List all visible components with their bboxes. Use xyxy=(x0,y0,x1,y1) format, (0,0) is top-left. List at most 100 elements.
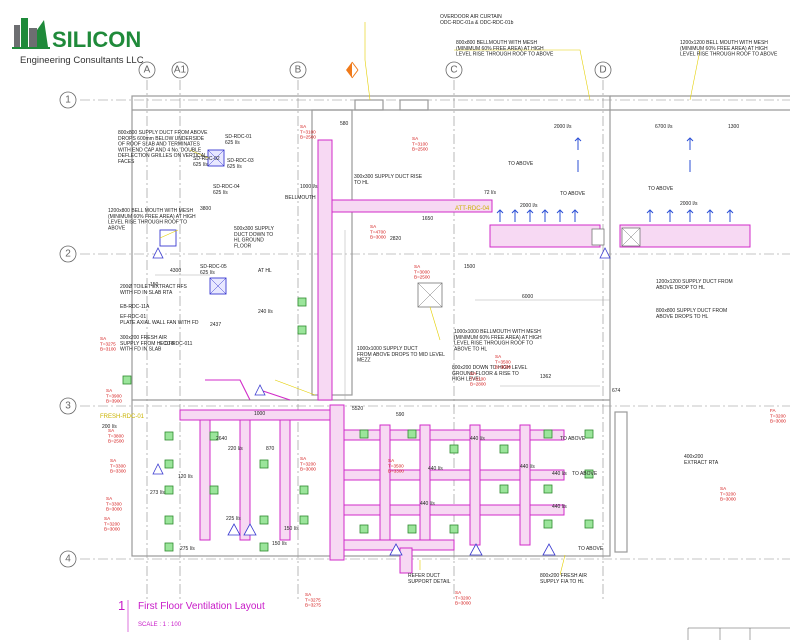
note-bellmouth-top: 800x800 BELLMOUTH WITH MESH(MINIMUM 60% … xyxy=(456,40,554,58)
grid-row-2: 2 xyxy=(65,249,71,260)
logo-name: SILICON xyxy=(52,27,141,52)
flow-120: 120 l/s xyxy=(178,474,193,480)
logo-subtitle: Engineering Consultants LLC xyxy=(20,55,144,66)
grid-col-c: C xyxy=(450,65,457,76)
dimension-lines xyxy=(155,230,610,400)
tag-bellmouth: BELLMOUTH xyxy=(285,195,316,201)
tag-to-above-6: TO ABOVE xyxy=(560,436,586,442)
flow-440-a: 440 l/s xyxy=(428,466,443,472)
flow-440-c: 440 l/s xyxy=(520,464,535,470)
note-bellmouth-left: 1200x800 BELL MOUTH WITH MESH(MINIMUM 60… xyxy=(108,208,196,231)
dim-1362: 1362 xyxy=(540,374,551,380)
flow-2000-b: 2000 l/s xyxy=(520,203,538,209)
flow-440-e: 440 l/s xyxy=(552,504,567,510)
grid-col-a1: A1 xyxy=(174,65,187,76)
grid-column-bubbles: A A1 B C D xyxy=(138,61,612,79)
dim-150: 150 xyxy=(150,282,159,288)
drawing-title-block: 1 First Floor Ventilation Layout SCALE :… xyxy=(118,598,265,632)
note-bellmouth-mid: 1000x1000 BELLMOUTH WITH MESH(MINIMUM 60… xyxy=(454,329,542,352)
flow-273: 273 l/s xyxy=(150,490,165,496)
dim-580: 580 xyxy=(340,121,349,127)
dim-870: 870 xyxy=(266,446,275,452)
supply-ducts xyxy=(179,139,751,574)
section-markers xyxy=(152,247,611,556)
drawing-title: First Floor Ventilation Layout xyxy=(138,601,265,612)
drawing-number: 1 xyxy=(118,598,125,613)
dim-2437: 2437 xyxy=(210,322,221,328)
flow-240: 240 l/s xyxy=(258,309,273,315)
grid-col-a: A xyxy=(144,65,151,76)
flow-2000-a: 2000 l/s xyxy=(554,124,572,130)
note-eb-rdc: EB-RDC-11A xyxy=(120,304,150,310)
grid-row-bubbles: 1 2 3 4 xyxy=(59,91,77,568)
flow-150-a: 150 l/s xyxy=(272,541,287,547)
tag-fresh-rdc: FRESH-RDC-01 xyxy=(100,414,145,420)
tag-att-rdc-04: ATT-RDC-04 xyxy=(455,206,490,212)
supply-diffuser-squares xyxy=(159,149,641,308)
flow-440-d: 440 l/s xyxy=(552,471,567,477)
grid-col-d: D xyxy=(599,65,606,76)
tag-to-above-5: TO ABOVE xyxy=(578,546,604,552)
tag-fcu-rdc-011: FCU-RDC-011 xyxy=(160,341,193,347)
to-above-arrows xyxy=(496,137,734,222)
dim-5520: 5520 xyxy=(352,406,363,412)
grid-row-4: 4 xyxy=(65,554,71,565)
dimension-text: 4300 6000 3800 1300 1000 2437 580 150 87… xyxy=(150,121,739,452)
flow-220: 220 l/s xyxy=(228,446,243,452)
note-bellmouth-right: 1200x1200 BELL MOUTH WITH MESH(MINIMUM 6… xyxy=(680,40,778,58)
dim-1300: 1300 xyxy=(728,124,739,130)
dim-2820: 2820 xyxy=(390,236,401,242)
flow-1000: 1000 l/s xyxy=(300,184,318,190)
dim-3800: 3800 xyxy=(200,206,211,212)
drawing-scale: SCALE : 1 : 100 xyxy=(138,622,182,628)
flow-440-f: 440 l/s xyxy=(470,436,485,442)
tag-to-above-2: TO ABOVE xyxy=(560,191,586,197)
flow-6700: 6700 l/s xyxy=(655,124,673,130)
dim-1000: 1000 xyxy=(254,411,265,417)
flow-150-b: 150 l/s xyxy=(284,526,299,532)
flow-72: 72 l/s xyxy=(484,190,496,196)
grid-col-b: B xyxy=(295,65,302,76)
dim-590: 590 xyxy=(396,412,405,418)
dim-6000: 6000 xyxy=(522,294,533,300)
tag-at-hl: AT HL xyxy=(258,268,272,274)
dim-4300: 4300 xyxy=(170,268,181,274)
tag-to-above-1: TO ABOVE xyxy=(508,161,534,167)
dim-674: 674 xyxy=(612,388,621,394)
